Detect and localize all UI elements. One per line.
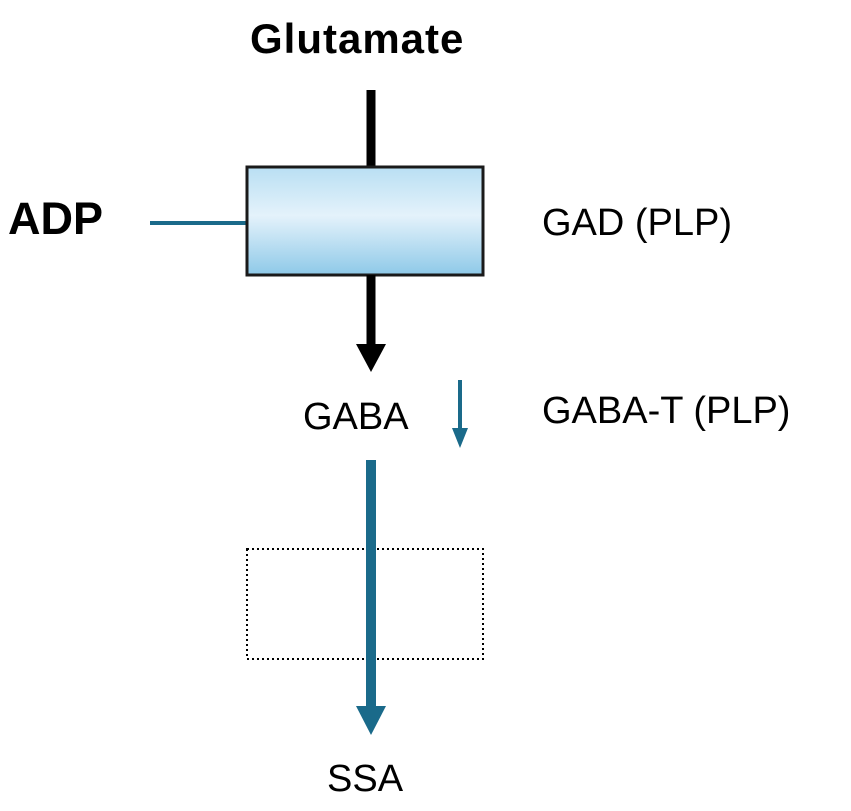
gaba-t-label: GABA-T (PLP) (542, 390, 791, 432)
gaba-t-small-arrowhead (452, 428, 468, 448)
ssa-label: SSA (327, 758, 404, 800)
gad-output-arrowhead (356, 344, 386, 372)
adp-label: ADP (8, 193, 104, 244)
dotted-box (246, 548, 484, 660)
gaba-label: GABA (303, 396, 409, 438)
gad-label: GAD (PLP) (542, 202, 733, 244)
gad-enzyme-box (245, 165, 485, 277)
glutamate-label: Glutamate (250, 15, 465, 62)
gaba-to-ssa-arrowhead (356, 706, 386, 735)
